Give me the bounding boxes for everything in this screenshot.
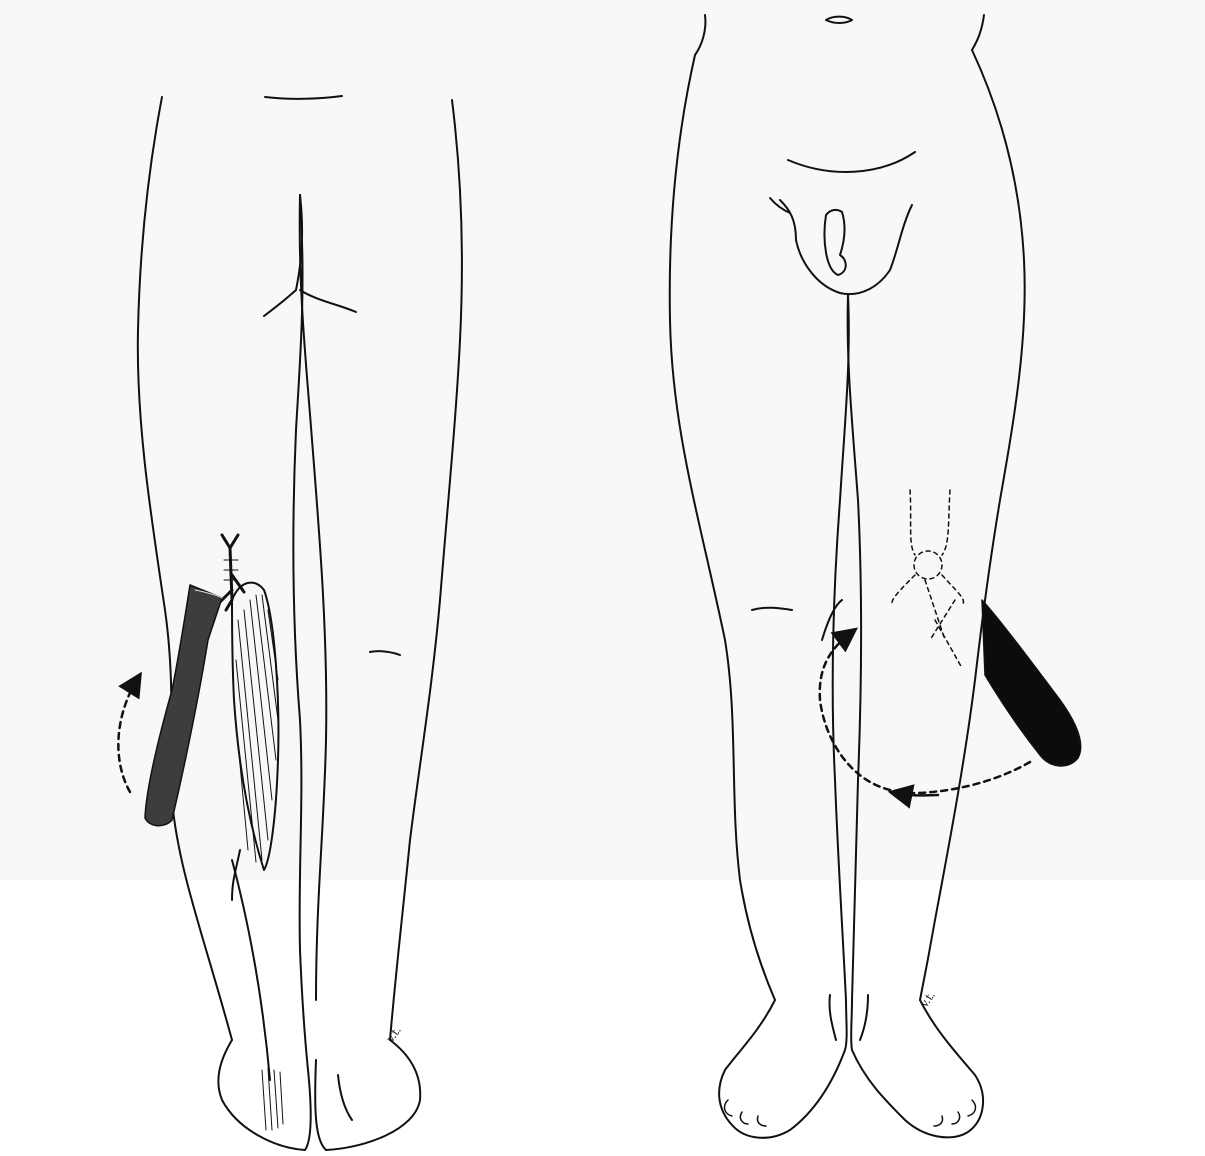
signature-left: v.t. bbox=[383, 1024, 404, 1046]
muscle-flap-left bbox=[145, 585, 222, 826]
right-leg-inner-contour bbox=[300, 195, 327, 1000]
right-foot bbox=[851, 1000, 983, 1137]
left-leg-inner-contour bbox=[293, 195, 308, 1070]
groin-line bbox=[788, 152, 915, 172]
left-leg-outer-contour bbox=[670, 55, 775, 1000]
signature-right: v.t. bbox=[917, 989, 938, 1011]
genitals bbox=[780, 200, 912, 294]
rotation-arrow-icon bbox=[118, 678, 138, 792]
anterior-legs-view: v.t. bbox=[670, 15, 1081, 1138]
gluteal-fold bbox=[264, 195, 302, 316]
navel bbox=[826, 17, 852, 23]
left-foot bbox=[719, 1000, 847, 1138]
left-leg-outer-contour bbox=[138, 97, 232, 1040]
posterior-legs-view: v.t. bbox=[118, 96, 462, 1150]
right-leg-inner-contour bbox=[848, 295, 861, 1000]
muscle-flap-right bbox=[982, 600, 1081, 766]
right-leg-outer-contour bbox=[390, 100, 462, 1040]
knee-joint-outline bbox=[892, 490, 964, 668]
right-leg-outer-contour bbox=[920, 50, 1025, 1000]
waist-line bbox=[265, 96, 342, 99]
right-heel bbox=[315, 1040, 420, 1150]
left-heel bbox=[218, 1040, 310, 1150]
